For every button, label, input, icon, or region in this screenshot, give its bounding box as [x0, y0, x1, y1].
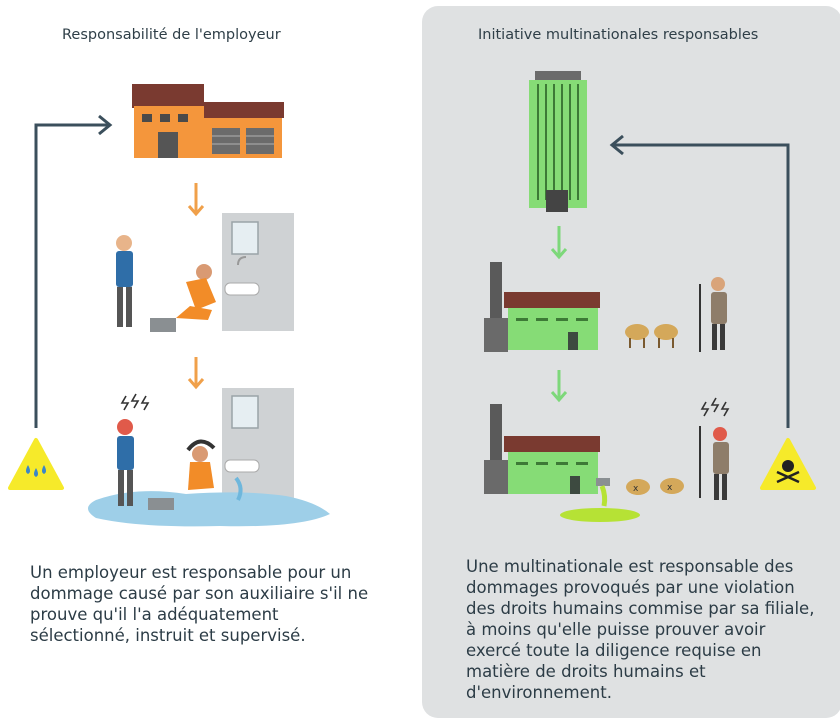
left-feedback-arrow	[34, 114, 113, 428]
bathroom-wall-2	[222, 388, 294, 498]
flow-arrow-right-1	[550, 226, 568, 260]
supervisor-figure-1	[116, 235, 133, 327]
flow-arrow-left-1	[187, 183, 205, 217]
right-caption: Une multinationale est responsable des d…	[466, 557, 815, 702]
multinational-tower	[529, 71, 587, 212]
water-drops-warning-icon	[8, 438, 64, 490]
pollution-spill	[560, 485, 640, 522]
angry-supervisor-figure	[117, 393, 150, 506]
svg-text:x: x	[633, 484, 639, 494]
left-title: Responsabilité de l'employeur	[62, 27, 281, 43]
flow-arrow-left-2	[187, 357, 205, 390]
angry-shepherd-figure	[699, 397, 730, 500]
skull-crossbones-warning-icon	[760, 438, 816, 490]
subsidiary-factory-2	[484, 404, 610, 494]
worker-figure-1	[150, 264, 216, 332]
right-title: Initiative multinationales responsables	[478, 27, 759, 43]
kneeling-worker-figure	[148, 439, 216, 510]
employer-factory	[132, 84, 284, 158]
flow-arrow-right-2	[550, 370, 568, 403]
svg-text:x: x	[667, 483, 673, 493]
dead-sheep: x x	[626, 478, 684, 495]
sheep-flock	[625, 324, 678, 348]
subsidiary-factory-1	[484, 262, 600, 352]
right-panel	[422, 6, 840, 718]
right-feedback-arrow	[609, 134, 790, 428]
bathroom-wall-1	[222, 213, 294, 331]
left-caption: Un employeur est responsable pour un dom…	[30, 563, 369, 645]
shepherd-figure-1	[699, 277, 727, 352]
